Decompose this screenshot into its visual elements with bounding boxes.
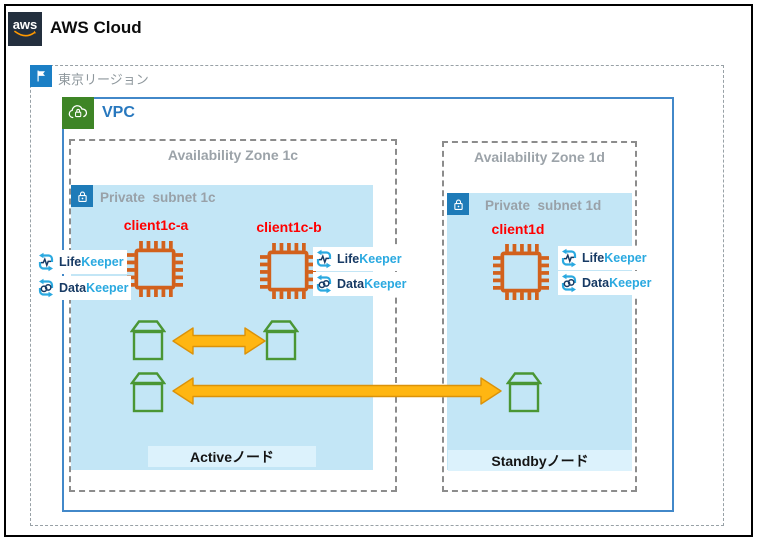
diagram-title: AWS Cloud	[50, 18, 142, 37]
datakeeper-label-bold: Data	[337, 277, 365, 291]
datakeeper-label: DataKeeper	[337, 277, 406, 291]
sync-pulse-icon	[316, 249, 332, 269]
availability-zone-1c: Availability Zone 1c	[69, 139, 397, 492]
storage-volume-icon	[506, 372, 542, 413]
private-subnet-1c	[71, 185, 373, 470]
lifekeeper-label-bold: Life	[582, 251, 605, 265]
private-cloud-icon	[62, 97, 94, 129]
datakeeper-label-bold: Data	[59, 281, 87, 295]
datakeeper-label: DataKeeper	[582, 276, 651, 290]
double-arrow-icon	[172, 377, 502, 405]
datakeeper-badge: DataKeeper	[558, 271, 655, 295]
storage-volume-icon	[130, 372, 166, 413]
lifekeeper-label: LifeKeeper	[59, 255, 124, 269]
ec2-chip-icon	[260, 243, 316, 299]
region-boundary	[30, 65, 724, 526]
vpc-boundary	[62, 97, 674, 512]
availability-zone-1d-label: Availability Zone 1d	[474, 149, 605, 165]
double-arrow-icon	[172, 327, 266, 355]
aws-logo-icon: aws	[8, 12, 42, 46]
datakeeper-label-rest: Keeper	[86, 281, 129, 295]
ec2-chip-icon	[127, 241, 183, 297]
lifekeeper-label-rest: Keeper	[604, 251, 647, 265]
subnet-1d-label: Private subnet 1d	[485, 198, 602, 213]
datakeeper-label: DataKeeper	[59, 281, 128, 295]
region-label: 東京リージョン	[58, 72, 149, 87]
sync-circles-icon	[38, 278, 54, 298]
subnet-1c-label: Private subnet 1c	[100, 190, 216, 205]
lifekeeper-label: LifeKeeper	[582, 251, 647, 265]
flag-icon	[30, 65, 52, 87]
lifekeeper-badge: LifeKeeper	[35, 250, 127, 274]
lifekeeper-badge: LifeKeeper	[558, 246, 650, 270]
sync-circles-icon	[561, 273, 577, 293]
lifekeeper-label: LifeKeeper	[337, 252, 402, 266]
lifekeeper-label-bold: Life	[59, 255, 82, 269]
private-subnet-1d	[447, 193, 632, 470]
active-node-label: Activeノード	[148, 446, 316, 467]
lifekeeper-label-rest: Keeper	[359, 252, 402, 266]
availability-zone-1c-label: Availability Zone 1c	[167, 147, 299, 163]
instance-name-client1c-a: client1c-a	[123, 217, 189, 233]
availability-zone-1d: Availability Zone 1d	[442, 141, 637, 492]
ec2-chip-icon	[493, 244, 549, 300]
datakeeper-label-bold: Data	[582, 276, 610, 290]
storage-volume-icon	[130, 320, 166, 361]
instance-name-client1c-b: client1c-b	[256, 219, 322, 235]
vpc-label: VPC	[102, 104, 135, 121]
aws-smile-icon	[14, 30, 36, 37]
standby-node-label: Standbyノード	[448, 450, 632, 471]
sync-pulse-icon	[38, 252, 54, 272]
datakeeper-label-rest: Keeper	[364, 277, 407, 291]
datakeeper-label-rest: Keeper	[609, 276, 652, 290]
storage-volume-icon	[263, 320, 299, 361]
datakeeper-badge: DataKeeper	[313, 272, 410, 296]
sync-circles-icon	[316, 274, 332, 294]
lock-icon	[447, 193, 469, 215]
lock-icon	[71, 185, 93, 207]
instance-name-client1d: client1d	[491, 221, 545, 237]
sync-pulse-icon	[561, 248, 577, 268]
aws-cloud-border	[4, 4, 753, 537]
lifekeeper-label-rest: Keeper	[81, 255, 124, 269]
aws-logo-text: aws	[12, 17, 38, 32]
datakeeper-badge: DataKeeper	[35, 276, 132, 300]
lifekeeper-label-bold: Life	[337, 252, 360, 266]
lifekeeper-badge: LifeKeeper	[313, 247, 405, 271]
